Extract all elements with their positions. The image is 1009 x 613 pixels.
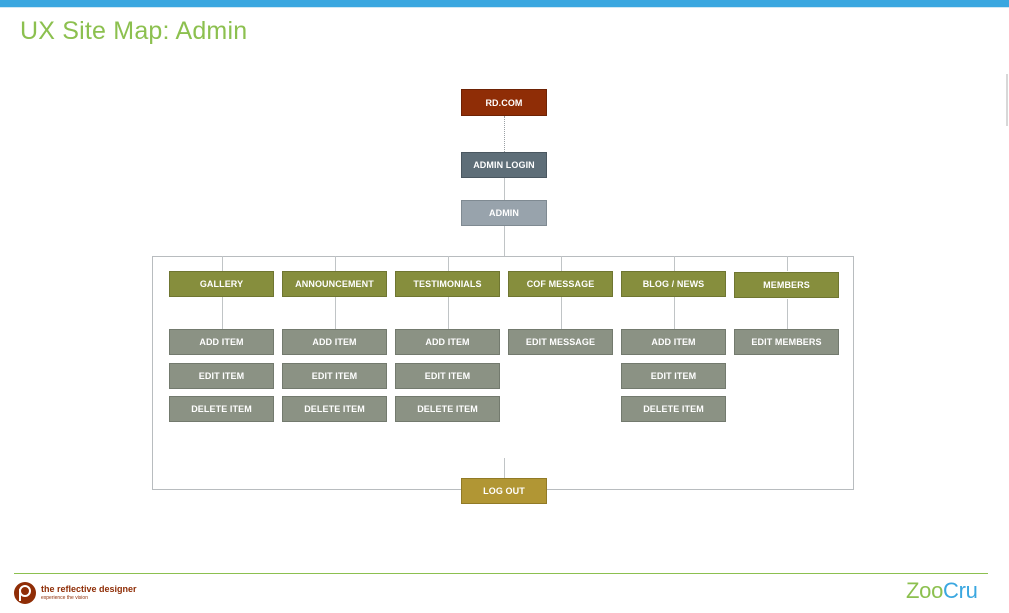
node-section-blog-news: BLOG / NEWS	[621, 271, 726, 297]
zoocru-logo-part2: Cru	[943, 578, 978, 603]
connector-members-children	[787, 299, 788, 331]
node-blog-news-child-2: EDIT ITEM	[621, 363, 726, 389]
top-accent-rule	[0, 7, 1009, 8]
edge-marker	[1006, 74, 1008, 126]
connector-logout	[504, 458, 505, 478]
connector-login-admin	[504, 178, 505, 200]
node-admin-login: ADMIN LOGIN	[461, 152, 547, 178]
node-testimonials-child-3: DELETE ITEM	[395, 396, 500, 422]
reflective-designer-logo-icon	[14, 582, 36, 604]
connector-frame-members	[787, 256, 788, 271]
node-section-members: MEMBERS	[734, 272, 839, 298]
node-gallery-child-1: ADD ITEM	[169, 329, 274, 355]
node-announcement-child-3: DELETE ITEM	[282, 396, 387, 422]
node-gallery-child-3: DELETE ITEM	[169, 396, 274, 422]
connector-frame-blog-news	[674, 256, 675, 271]
top-accent-bar	[0, 0, 1009, 7]
brand-name: the reflective designer	[41, 584, 137, 594]
zoocru-logo-part1: Zoo	[906, 578, 944, 603]
connector-frame-testimonials	[448, 256, 449, 271]
connector-blog-news-children	[674, 297, 675, 329]
node-cof-message-child-1: EDIT MESSAGE	[508, 329, 613, 355]
node-blog-news-child-3: DELETE ITEM	[621, 396, 726, 422]
node-blog-news-child-1: ADD ITEM	[621, 329, 726, 355]
node-announcement-child-2: EDIT ITEM	[282, 363, 387, 389]
node-section-announcement: ANNOUNCEMENT	[282, 271, 387, 297]
connector-cof-message-children	[561, 297, 562, 329]
brand-tagline: experience the vision	[41, 595, 88, 601]
node-section-testimonials: TESTIMONIALS	[395, 271, 500, 297]
node-root: RD.COM	[461, 89, 547, 116]
page-title: UX Site Map: Admin	[20, 17, 248, 45]
footer-rule	[14, 573, 988, 574]
connector-frame-announcement	[335, 256, 336, 271]
connector-frame-gallery	[222, 256, 223, 271]
connector-root-login	[504, 116, 505, 152]
node-section-gallery: GALLERY	[169, 271, 274, 297]
connector-gallery-children	[222, 297, 223, 329]
node-testimonials-child-1: ADD ITEM	[395, 329, 500, 355]
connector-frame-cof-message	[561, 256, 562, 271]
node-gallery-child-2: EDIT ITEM	[169, 363, 274, 389]
node-logout: LOG OUT	[461, 478, 547, 504]
connector-announcement-children	[335, 297, 336, 329]
connector-admin-frame	[504, 226, 505, 256]
node-announcement-child-1: ADD ITEM	[282, 329, 387, 355]
node-members-child-1: EDIT MEMBERS	[734, 329, 839, 355]
node-admin: ADMIN	[461, 200, 547, 226]
node-section-cof-message: COF MESSAGE	[508, 271, 613, 297]
node-testimonials-child-2: EDIT ITEM	[395, 363, 500, 389]
zoocru-logo: ZooCru	[906, 578, 978, 604]
connector-testimonials-children	[448, 297, 449, 329]
